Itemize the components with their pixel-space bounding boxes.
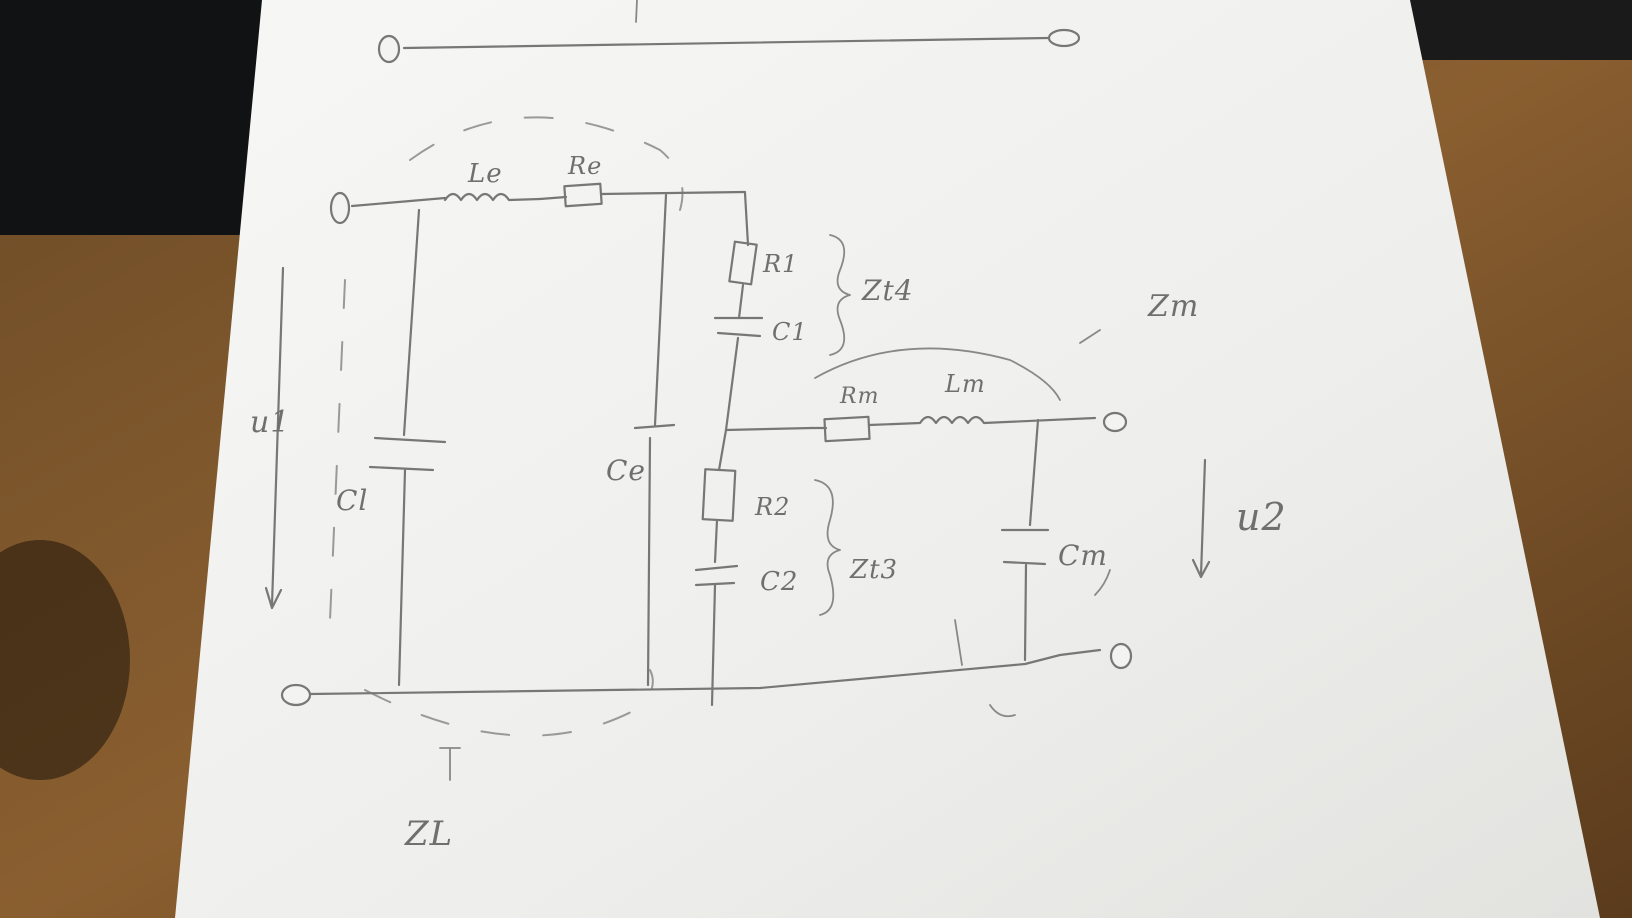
monitor-edge-right [1380, 0, 1632, 60]
label-ce: Ce [606, 454, 646, 487]
label-u2: u2 [1236, 495, 1287, 539]
label-u1: u1 [250, 405, 290, 440]
label-zt4: Zt4 [861, 274, 914, 307]
label-cl: Cl [336, 484, 368, 517]
label-c2: C2 [760, 567, 798, 597]
series-zm [724, 329, 1128, 443]
inductor-le [443, 192, 542, 202]
label-r1: R1 [762, 250, 798, 278]
u1-arrow [264, 266, 285, 610]
input-port [280, 191, 447, 707]
capacitor-cl [368, 208, 447, 687]
label-lm: Lm [944, 370, 986, 398]
label-r2: R2 [754, 493, 790, 521]
branch-zt3 [694, 428, 739, 707]
paper-sheet [175, 0, 1600, 918]
resistor-re [538, 182, 747, 208]
brace-zt4 [829, 234, 851, 356]
brace-zt3 [814, 479, 841, 616]
label-re: Re [567, 152, 602, 180]
label-rm: Rm [839, 384, 879, 409]
shadow [0, 540, 130, 780]
label-zl: ZL [404, 814, 453, 854]
branch-zt4 [713, 191, 764, 432]
zl-dashed-bracket [329, 116, 684, 781]
label-zt3: Zt3 [849, 555, 898, 585]
bottom-rail [308, 642, 1133, 696]
label-le: Le [467, 159, 503, 189]
top-partial-wire [377, 0, 1081, 64]
label-zm: Zm [1147, 289, 1199, 324]
label-c1: C1 [772, 318, 808, 346]
u2-arrow [1191, 458, 1211, 579]
label-cm: Cm [1058, 539, 1108, 572]
capacitor-cm [954, 418, 1111, 718]
capacitor-ce [633, 193, 676, 687]
monitor-edge [0, 0, 270, 235]
